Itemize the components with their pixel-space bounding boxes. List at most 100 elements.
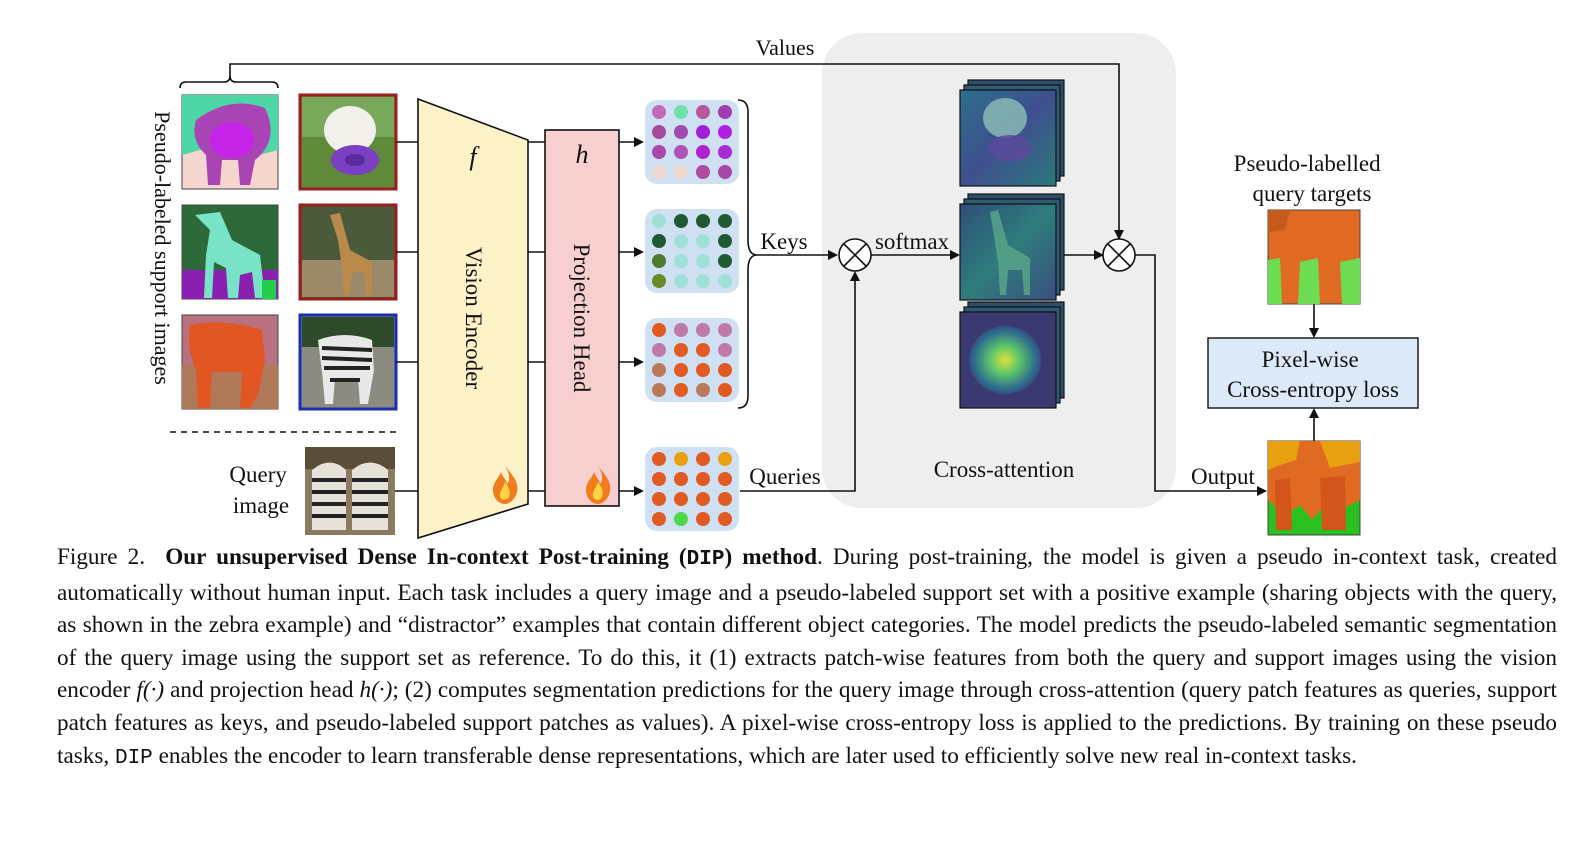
- feature-token: [696, 254, 710, 268]
- feature-token: [718, 274, 732, 288]
- feature-token: [674, 234, 688, 248]
- feature-token: [652, 323, 666, 337]
- vision-encoder-block: [417, 97, 529, 540]
- feature-token: [718, 323, 732, 337]
- support-image-dog: [298, 93, 398, 191]
- multiply-icon: [1102, 238, 1136, 272]
- feature-token: [718, 214, 732, 228]
- fire-icon: [586, 466, 611, 504]
- query-features: [645, 447, 739, 531]
- feature-token: [718, 165, 732, 179]
- feature-grid-background: [645, 209, 739, 293]
- feature-token: [696, 492, 710, 506]
- figure-caption: Figure 2. Our unsupervised Dense In-cont…: [57, 541, 1557, 775]
- loss-box: [1207, 337, 1419, 409]
- feature-token: [674, 343, 688, 357]
- support-mask-1: [181, 94, 279, 190]
- head-expression: h(·): [359, 677, 393, 704]
- feature-token: [696, 145, 710, 159]
- feature-token: [696, 274, 710, 288]
- query-image-label: Query image: [229, 462, 292, 518]
- feature-token: [696, 105, 710, 119]
- feature-token: [652, 165, 666, 179]
- feature-token: [696, 165, 710, 179]
- feature-token: [718, 383, 732, 397]
- softmax-label: softmax: [875, 229, 950, 254]
- feature-token: [696, 125, 710, 139]
- caption-title: Our unsupervised Dense In-context Post-t…: [165, 544, 818, 571]
- feature-token: [718, 105, 732, 119]
- pseudo-label-targets: [1267, 209, 1361, 305]
- feature-token: [674, 105, 688, 119]
- feature-token: [696, 383, 710, 397]
- projection-head-block: [544, 129, 620, 507]
- support-images-label: Pseudo-labeled support images: [150, 111, 175, 385]
- feature-token: [696, 214, 710, 228]
- feature-token: [696, 472, 710, 486]
- feature-token: [718, 343, 732, 357]
- head-to-feature-arrows: [619, 137, 644, 496]
- feature-token: [718, 452, 732, 466]
- feature-token: [652, 452, 666, 466]
- caption-text-3: ; (2) computes segmentation predictions …: [57, 677, 1557, 769]
- feature-token: [696, 512, 710, 526]
- image-to-encoder-lines: [395, 141, 420, 492]
- feature-token: [718, 363, 732, 377]
- multiply-icon: [838, 238, 872, 272]
- feature-token: [674, 363, 688, 377]
- support-features-3: [645, 318, 739, 402]
- support-features-2: [645, 209, 739, 293]
- feature-token: [674, 452, 688, 466]
- feature-token: [674, 383, 688, 397]
- feature-token: [674, 492, 688, 506]
- support-mask-3: [181, 314, 279, 410]
- encoder-expression: f(·): [136, 677, 165, 704]
- query-image-zebras: [305, 447, 395, 535]
- feature-token: [652, 125, 666, 139]
- feature-token: [718, 512, 732, 526]
- feature-token: [674, 323, 688, 337]
- feature-token: [652, 105, 666, 119]
- feature-token: [652, 343, 666, 357]
- values-connector: [179, 63, 1124, 240]
- feature-grid-background: [645, 318, 739, 402]
- caption-text-1: . During post-training, the model is giv…: [57, 544, 1558, 704]
- feature-token: [718, 145, 732, 159]
- fire-icon: [493, 466, 518, 504]
- support-features-1: [645, 100, 739, 184]
- feature-token: [652, 363, 666, 377]
- feature-token: [674, 125, 688, 139]
- head-symbol: h: [576, 140, 589, 169]
- output-segmentation: [1267, 440, 1361, 536]
- feature-token: [696, 323, 710, 337]
- feature-token: [696, 343, 710, 357]
- cross-attention-label: Cross-attention: [934, 457, 1075, 482]
- feature-token: [652, 145, 666, 159]
- encoder-to-head-lines: [528, 141, 546, 492]
- support-image-zebra: [298, 313, 398, 411]
- feature-token: [718, 492, 732, 506]
- feature-token: [652, 234, 666, 248]
- feature-token: [652, 472, 666, 486]
- projection-head-label: Projection Head: [569, 244, 594, 393]
- feature-token: [718, 234, 732, 248]
- attention-map-stack-2: [959, 193, 1065, 301]
- attention-map-stack-3: [959, 301, 1065, 409]
- feature-token: [718, 472, 732, 486]
- values-label: Values: [756, 35, 815, 60]
- vision-encoder-label: Vision Encoder: [461, 247, 486, 390]
- feature-grids: [645, 100, 739, 531]
- output-label: Output: [1191, 464, 1256, 489]
- caption-text-2: and projection head: [164, 677, 360, 704]
- feature-token: [674, 254, 688, 268]
- support-image-giraffe: [298, 203, 398, 301]
- feature-token: [674, 214, 688, 228]
- feature-token: [674, 512, 688, 526]
- feature-token: [696, 363, 710, 377]
- dip-method-diagram: Cross-attention Values Pseudo-labeled su…: [150, 33, 1419, 540]
- feature-token: [696, 452, 710, 466]
- feature-token: [652, 274, 666, 288]
- figure-label: Figure 2.: [57, 544, 146, 570]
- feature-token: [652, 254, 666, 268]
- loss-label: Pixel-wise Cross-entropy loss: [1227, 347, 1399, 402]
